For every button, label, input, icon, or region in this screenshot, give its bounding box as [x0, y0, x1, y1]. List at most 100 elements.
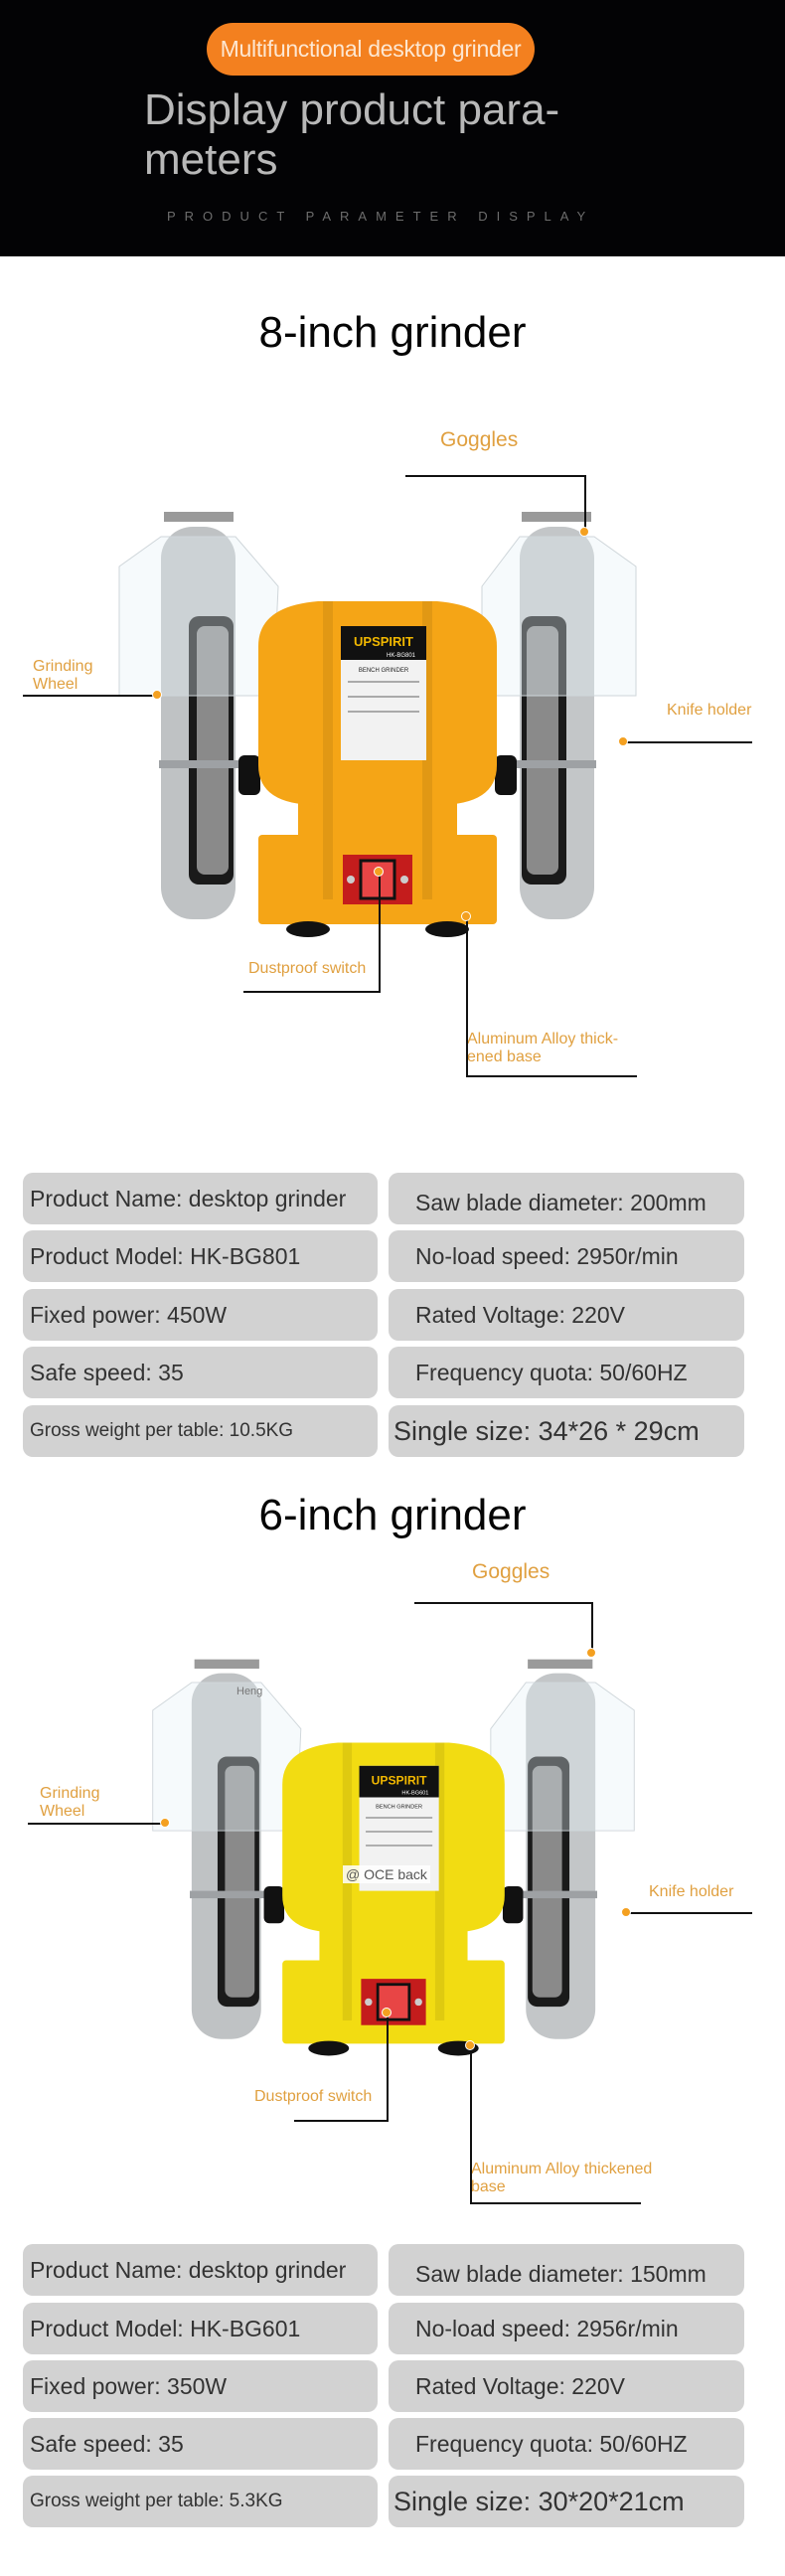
goggle-shield — [481, 536, 637, 697]
callout-base: Aluminum Alloy thick-ened base — [467, 1031, 619, 1065]
nameplate: UPSPIRIT HK-BG801 BENCH GRINDER — [341, 626, 426, 760]
knob — [238, 755, 260, 795]
right-wheel-guard — [490, 1659, 635, 2039]
power-switch — [361, 1979, 426, 2025]
spec-cell: Product Name: desktop grinder — [23, 2244, 378, 2296]
leader-line — [294, 2120, 389, 2122]
watermark: @ OCE back — [343, 1865, 430, 1883]
callout-goggles: Goggles — [440, 428, 519, 451]
goggle-shield — [152, 1682, 302, 1832]
leader-line — [243, 991, 381, 993]
spec-cell: Frequency quota: 50/60HZ — [389, 1347, 744, 1398]
leader-line — [414, 1602, 593, 1604]
knob — [502, 1885, 524, 1924]
spec-cell: Gross weight per table: 10.5KG — [23, 1405, 378, 1457]
shield-bracket — [528, 1659, 593, 1669]
spec-cell: Product Name: desktop grinder — [23, 1173, 378, 1224]
page-title: Display product para-meters — [144, 85, 560, 184]
spec-cell: Frequency quota: 50/60HZ — [389, 2418, 744, 2470]
callout-dot — [382, 2008, 392, 2017]
spec-cell: Rated Voltage: 220V — [389, 1289, 744, 1341]
grinding-wheel — [532, 1765, 562, 1998]
leader-line — [466, 1075, 637, 1077]
knife-rest — [159, 760, 248, 768]
grinding-wheel — [197, 626, 229, 875]
callout-grinding-wheel: Grinding Wheel — [40, 1785, 100, 1820]
callout-dot — [618, 736, 628, 746]
goggle-shield — [490, 1682, 635, 1832]
knife-rest — [514, 1890, 597, 1899]
callout-knife-holder: Knife holder — [649, 1883, 734, 1900]
svg-text:UPSPIRIT: UPSPIRIT — [354, 634, 413, 649]
spec-cell: Gross weight per table: 5.3KG — [23, 2476, 378, 2527]
category-badge: Multifunctional desktop grinder — [207, 23, 535, 76]
knife-rest — [190, 1890, 273, 1899]
callout-base: Aluminum Alloy thickened base — [471, 2161, 653, 2195]
callout-dot — [586, 1648, 596, 1658]
spec-cell: Fixed power: 350W — [23, 2360, 378, 2412]
callout-grinding-wheel: Grinding Wheel — [33, 658, 93, 693]
leader-line — [379, 872, 381, 993]
section-title-6-inch: 6-inch grinder — [258, 1491, 527, 1539]
svg-text:HK-BG601: HK-BG601 — [401, 1791, 428, 1797]
leader-line — [466, 916, 468, 1076]
page-subtitle: PRODUCT PARAMETER DISPLAY — [167, 209, 595, 224]
svg-text:UPSPIRIT: UPSPIRIT — [372, 1773, 427, 1787]
leader-line — [624, 741, 752, 743]
knob — [263, 1885, 285, 1924]
knob — [495, 755, 517, 795]
callout-dot — [152, 690, 162, 700]
grinder-illustration: UPSPIRIT HK-BG801 BENCH GRINDER — [118, 512, 637, 937]
spec-cell: Saw blade diameter: 200mm — [389, 1173, 744, 1224]
left-wheel-guard — [152, 1659, 302, 2039]
shield-bracket — [164, 512, 234, 522]
leader-line — [627, 1912, 752, 1914]
leader-line — [584, 475, 586, 531]
spec-cell: Single size: 30*20*21cm — [389, 2476, 744, 2527]
svg-text:BENCH GRINDER: BENCH GRINDER — [376, 1805, 422, 1811]
spec-cell: Product Model: HK-BG601 — [23, 2303, 378, 2354]
grinder-8-inch-image: UPSPIRIT HK-BG801 BENCH GRINDER — [99, 507, 656, 944]
callout-switch: Dustproof switch — [248, 960, 367, 977]
svg-text:HK-BG801: HK-BG801 — [387, 653, 416, 659]
grinding-wheel — [527, 626, 558, 875]
callout-dot — [374, 867, 384, 877]
spec-cell: Fixed power: 450W — [23, 1289, 378, 1341]
leader-line — [23, 695, 156, 697]
callout-dot — [579, 527, 589, 537]
callout-dot — [461, 911, 471, 921]
left-wheel-guard — [118, 512, 279, 919]
leader-line — [28, 1823, 164, 1825]
foot — [425, 921, 469, 937]
svg-text:BENCH GRINDER: BENCH GRINDER — [359, 668, 409, 674]
knife-rest — [507, 760, 596, 768]
callout-dot — [465, 2040, 475, 2050]
grinding-wheel — [225, 1765, 255, 1998]
power-switch — [343, 855, 412, 904]
spec-cell: Rated Voltage: 220V — [389, 2360, 744, 2412]
spec-cell: Safe speed: 35 — [23, 2418, 378, 2470]
leader-line — [387, 2012, 389, 2122]
goggle-shield — [118, 536, 279, 697]
spec-cell: Product Model: HK-BG801 — [23, 1230, 378, 1282]
section-title-8-inch: 8-inch grinder — [258, 308, 527, 357]
shield-bracket — [522, 512, 591, 522]
callout-switch: Dustproof switch — [254, 2088, 373, 2105]
shield-bracket — [194, 1659, 259, 1669]
foot — [308, 2040, 350, 2056]
leader-line — [405, 475, 586, 477]
spec-cell: Safe speed: 35 — [23, 1347, 378, 1398]
leader-line — [591, 1602, 593, 1652]
callout-knife-holder: Knife holder — [667, 702, 752, 719]
spec-cell: No-load speed: 2956r/min — [389, 2303, 744, 2354]
spec-cell: Saw blade diameter: 150mm — [389, 2244, 744, 2296]
image-tag: Heng — [236, 1686, 263, 1697]
leader-line — [470, 2202, 641, 2204]
grinder-6-inch-image: UPSPIRIT HK-BG601 BENCH GRINDER — [131, 1655, 656, 2062]
right-wheel-guard — [481, 512, 637, 919]
leader-line — [470, 2045, 472, 2203]
callout-dot — [621, 1907, 631, 1917]
spec-cell: No-load speed: 2950r/min — [389, 1230, 744, 1282]
grinder-illustration: UPSPIRIT HK-BG601 BENCH GRINDER — [152, 1659, 635, 2056]
foot — [286, 921, 330, 937]
